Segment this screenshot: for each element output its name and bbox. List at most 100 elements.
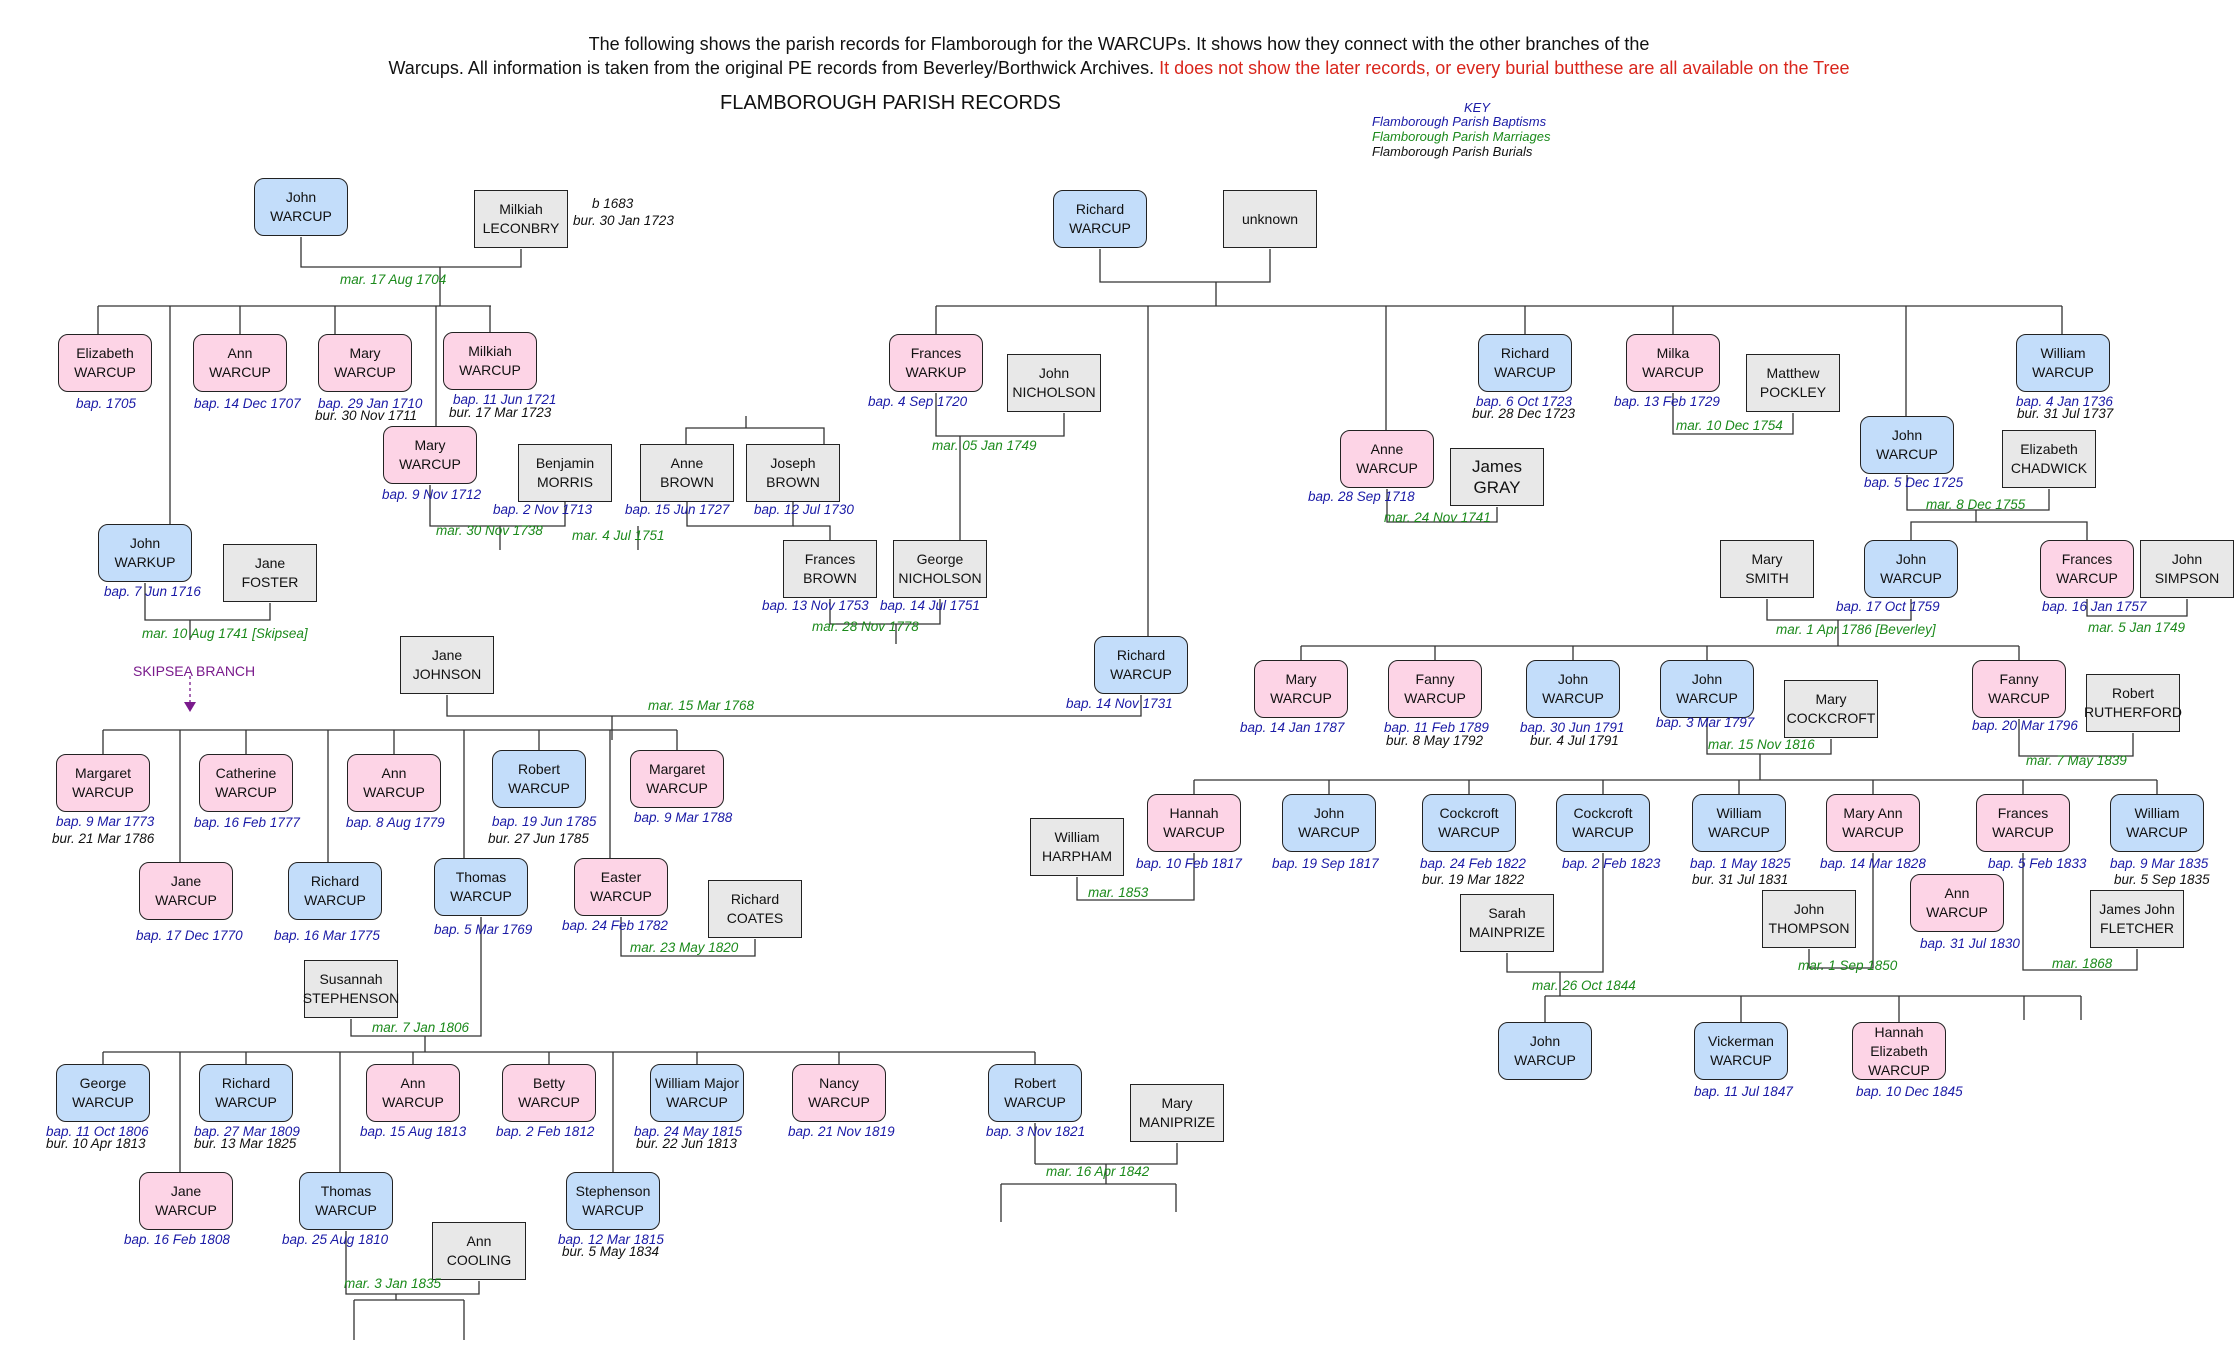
baptism-label: bap. 19 Jun 1785 (492, 814, 597, 829)
person-name-line: WARCUP (1494, 364, 1556, 380)
person-name-line: WARCUP (1438, 824, 1500, 840)
person-name-line: WARCUP (1926, 904, 1988, 920)
person-forename: Jane (254, 555, 286, 571)
baptism-label: bap. 1705 (76, 396, 137, 411)
baptism-label: bap. 12 Jul 1730 (754, 502, 854, 517)
burial-label: bur. 31 Jul 1831 (1692, 872, 1789, 887)
person-name-line: WARCUP (1572, 824, 1634, 840)
person-name-line: GRAY (1473, 478, 1521, 497)
baptism-label: bap. 4 Sep 1720 (868, 394, 968, 409)
marriage-label: mar. 30 Nov 1738 (436, 523, 543, 538)
person-forename: Mary (349, 345, 381, 361)
person-forename: Richard (1116, 647, 1166, 663)
person-forename: Mary (1285, 671, 1317, 687)
baptism-label: bap. 25 Aug 1810 (282, 1232, 389, 1247)
person-forename: Thomas (455, 869, 507, 885)
person-name-line: WARCUP (1163, 824, 1225, 840)
burial-label: bur. 17 Mar 1723 (449, 405, 552, 420)
baptism-label: bap. 3 Mar 1797 (1656, 715, 1755, 730)
marriage-label: mar. 17 Aug 1704 (340, 272, 447, 287)
person-forename: Cockcroft (1439, 805, 1499, 821)
person-forename: Robert (2111, 685, 2155, 701)
person-name-line: WARCUP (1880, 570, 1942, 586)
person-forename: Richard (221, 1075, 271, 1091)
marriage-label: mar. 28 Nov 1778 (812, 619, 919, 634)
baptism-label: bap. 9 Mar 1788 (634, 810, 733, 825)
baptism-label: bap. 17 Dec 1770 (136, 928, 243, 943)
person-name-line: WARKUP (905, 364, 967, 380)
person-forename: Richard (310, 873, 360, 889)
burial-label: bur. 19 Mar 1822 (1422, 872, 1525, 887)
person-forename: John (1529, 1033, 1561, 1049)
baptism-label: bap. 20 Mar 1796 (1972, 718, 2078, 733)
person-forename: Cockcroft (1573, 805, 1633, 821)
baptism-label: bap. 27 Mar 1809 (194, 1124, 300, 1139)
baptism-label: bap. 1 May 1825 (1690, 856, 1791, 871)
baptism-label: bap. 14 Dec 1707 (194, 396, 301, 411)
baptism-label: bap. 28 Sep 1718 (1308, 489, 1415, 504)
baptism-label: bap. 11 Oct 1806 (46, 1124, 149, 1139)
person-name-line: HARPHAM (1041, 848, 1112, 864)
person-forename: John (1313, 805, 1345, 821)
baptism-label: bap. 16 Feb 1808 (124, 1232, 230, 1247)
person-name-line: WARCUP (209, 364, 271, 380)
person-name-line: WARCUP (1514, 1052, 1576, 1068)
person-forename: William (1054, 829, 1100, 845)
person-name-line: WARCUP (2032, 364, 2094, 380)
person-forename: George (79, 1075, 127, 1091)
baptism-label: bap. 13 Feb 1729 (1614, 394, 1720, 409)
baptism-label: bap. 16 Mar 1775 (274, 928, 380, 943)
person-name-line: CHADWICK (2010, 460, 2088, 476)
person-forename: Margaret (648, 761, 706, 777)
person-name-line: WARCUP (1992, 824, 2054, 840)
burial-label: bur. 4 Jul 1791 (1530, 733, 1619, 748)
person-forename: Fanny (1999, 671, 2039, 687)
person-forename: Thomas (320, 1183, 372, 1199)
person-name-line: Elizabeth (1870, 1042, 1928, 1059)
burial-label: bur. 5 Sep 1835 (2114, 872, 2210, 887)
person-forename: Ann (400, 1075, 426, 1091)
marriage-label: mar. 3 Jan 1835 (344, 1276, 442, 1291)
person-box: unknown (1223, 190, 1317, 248)
person-name-line: WARCUP (1542, 690, 1604, 706)
person-forename: Jane (431, 647, 463, 663)
person-forename: John (1691, 671, 1723, 687)
person-name-line: WARCUP (1642, 364, 1704, 380)
person-name-line: WARKUP (114, 554, 176, 570)
baptism-label: bap. 16 Feb 1777 (194, 815, 300, 830)
person-name-line: SIMPSON (2154, 570, 2220, 586)
person-name-line: NICHOLSON (898, 570, 982, 586)
person-forename: John (1557, 671, 1589, 687)
person-name-line: POCKLEY (1759, 384, 1827, 400)
baptism-label: bap. 14 Nov 1731 (1066, 696, 1173, 711)
person-forename: Mary (1815, 691, 1847, 707)
baptism-label: bap. 2 Feb 1812 (496, 1124, 595, 1139)
person-forename: Stephenson (575, 1183, 651, 1199)
person-forename: Hannah (1169, 805, 1219, 821)
person-name-line: RUTHERFORD (2084, 704, 2182, 720)
marriage-label: mar. 16 Apr 1842 (1046, 1164, 1150, 1179)
